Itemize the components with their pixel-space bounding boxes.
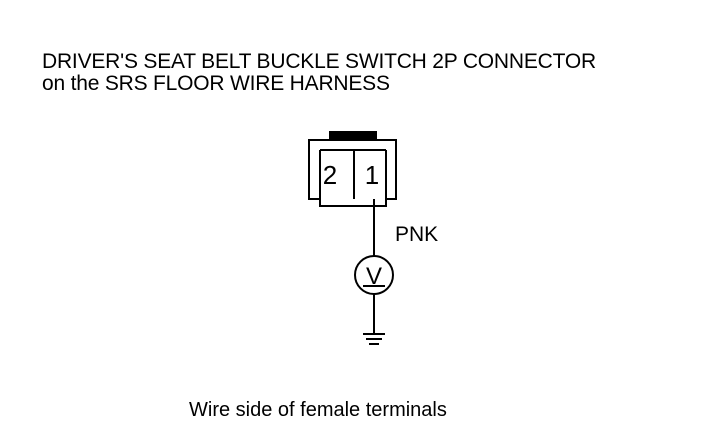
diagram-caption: Wire side of female terminals: [189, 399, 447, 421]
pin-2-label: 2: [323, 160, 337, 190]
ground-symbol-icon: [363, 333, 385, 345]
title-line-1: DRIVER'S SEAT BELT BUCKLE SWITCH 2P CONN…: [42, 50, 596, 73]
voltmeter-icon: V: [354, 255, 394, 295]
title-line-2: on the SRS FLOOR WIRE HARNESS: [42, 72, 390, 95]
wire-color-label: PNK: [395, 223, 438, 246]
connector-housing: [308, 139, 397, 207]
voltmeter-symbol: V: [366, 263, 382, 290]
connector-lock-tab: [329, 131, 377, 139]
connector-2p-icon: 2 1: [308, 131, 397, 207]
pin-1-label: 1: [365, 160, 379, 190]
diagram-title: DRIVER'S SEAT BELT BUCKLE SWITCH 2P CONN…: [42, 51, 596, 94]
